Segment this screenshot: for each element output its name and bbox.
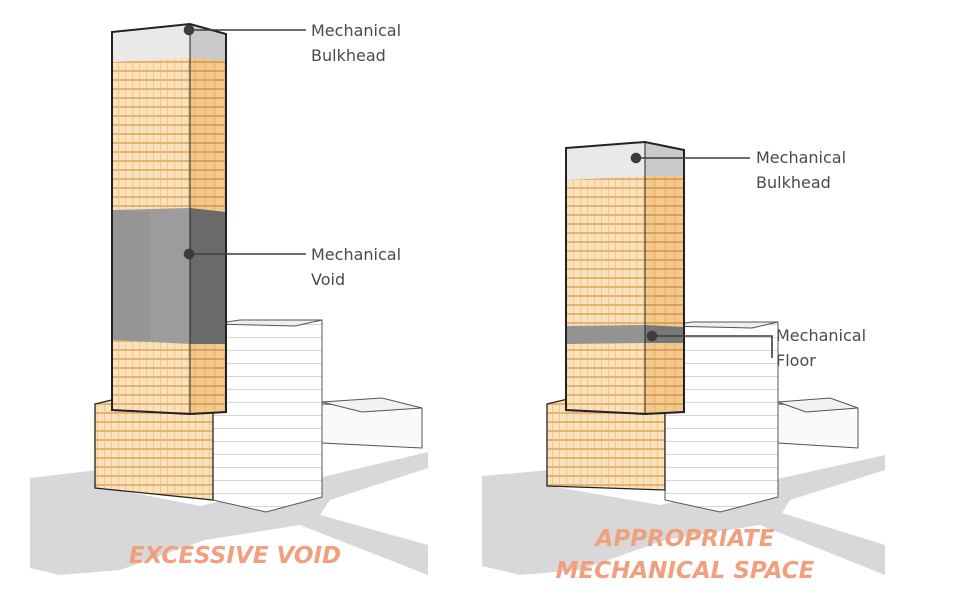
right-bulkhead-callout: Mechanical Bulkhead	[756, 145, 846, 195]
left-tower	[111, 22, 227, 416]
left-caption: EXCESSIVE VOID	[105, 540, 365, 572]
right-mechanical-bulkhead	[566, 142, 645, 180]
left-mechanical-bulkhead	[112, 24, 190, 62]
right-bulkhead-callout-line1: Mechanical	[756, 148, 847, 167]
right-floor-callout-line1: Mechanical	[776, 326, 867, 345]
left-neighbor-building	[212, 319, 423, 513]
right-mechanical-floor	[566, 325, 645, 344]
left-void-callout: Mechanical Void	[311, 242, 401, 292]
street-left	[30, 452, 428, 575]
right-tower	[565, 140, 685, 416]
leader-right-bulkhead	[630, 152, 750, 164]
right-neighbor-building	[664, 321, 859, 513]
right-caption-line2: MECHANICAL SPACE	[555, 558, 815, 584]
left-void-callout-line1: Mechanical	[311, 245, 402, 264]
leader-right-floor	[646, 330, 773, 358]
right-caption-line1: APPROPRIATE	[595, 526, 775, 552]
left-diagram	[30, 22, 428, 575]
right-floor-callout: Mechanical Floor	[776, 323, 866, 373]
leader-left-void	[183, 248, 306, 260]
left-bulkhead-callout: Mechanical Bulkhead	[311, 18, 401, 68]
leader-lines	[183, 24, 773, 358]
left-bulkhead-callout-line2: Bulkhead	[311, 46, 386, 65]
street-right	[482, 455, 885, 575]
right-floor-callout-line2: Floor	[776, 351, 816, 370]
right-diagram	[482, 140, 885, 575]
right-caption: APPROPRIATE MECHANICAL SPACE	[550, 523, 820, 587]
left-caption-line1: EXCESSIVE VOID	[128, 543, 342, 569]
leader-left-bulkhead	[183, 24, 306, 36]
right-bulkhead-callout-line2: Bulkhead	[756, 173, 831, 192]
left-void-callout-line2: Void	[311, 270, 346, 289]
left-bulkhead-callout-line1: Mechanical	[311, 21, 402, 40]
